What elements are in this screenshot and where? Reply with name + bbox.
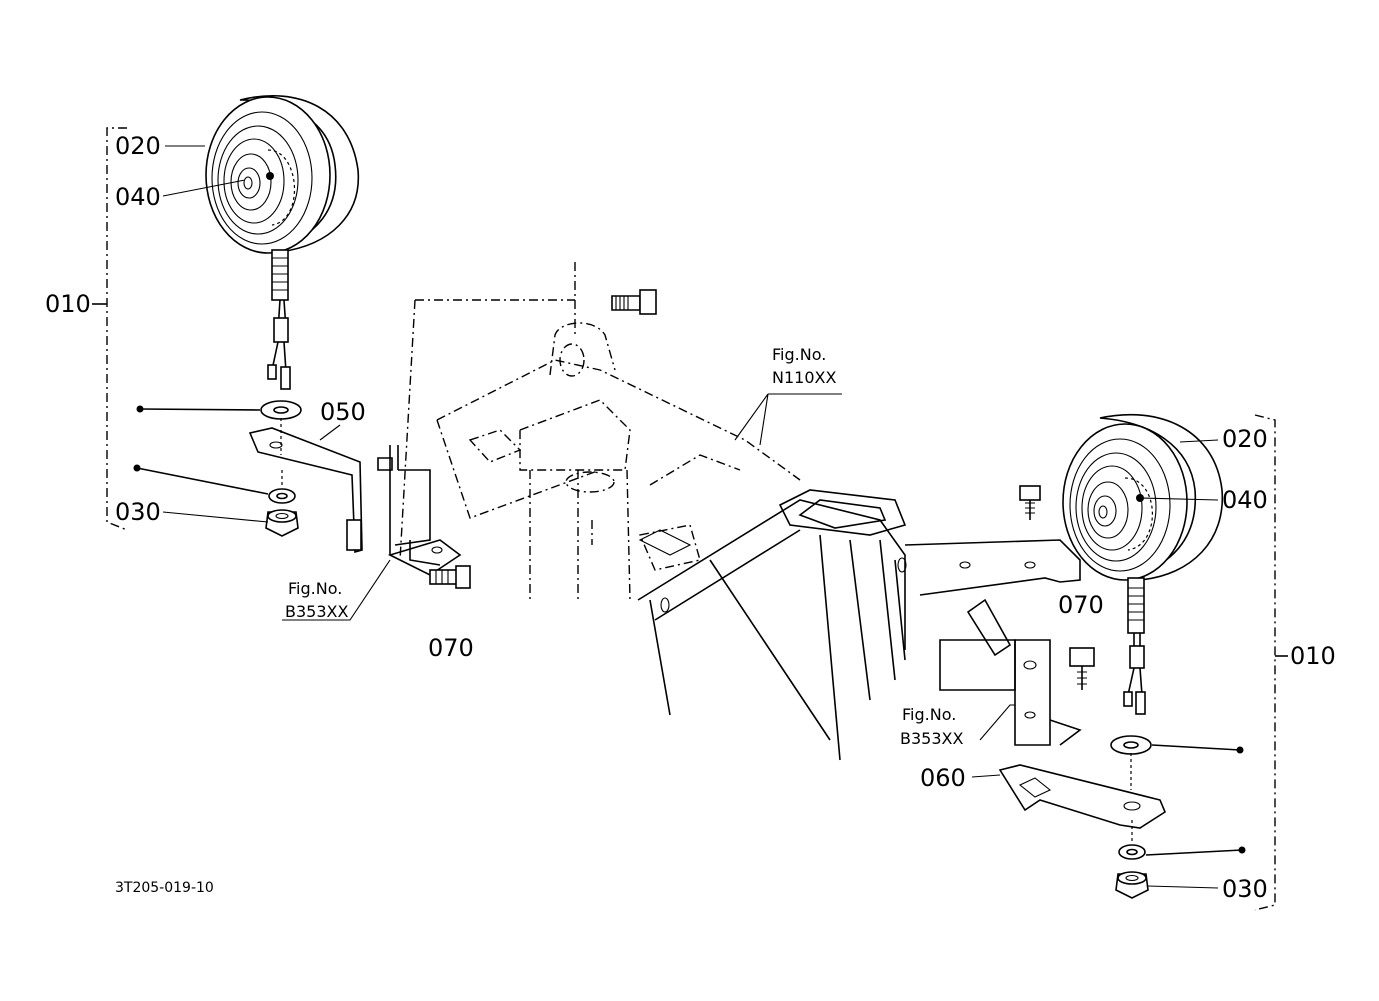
- figure-ref-right-label: Fig.No.: [902, 705, 956, 724]
- figure-ref-right-number: B353XX: [900, 729, 963, 748]
- callout-left-070: 070: [428, 634, 474, 662]
- callout-left-030: 030: [115, 498, 161, 526]
- callout-right-030: 030: [1222, 875, 1268, 903]
- callout-right-010: 010: [1290, 642, 1336, 670]
- figure-ref-left-label: Fig.No.: [288, 579, 342, 598]
- callout-left-010: 010: [45, 290, 91, 318]
- callout-leaders: [162, 145, 1219, 889]
- callout-left-050: 050: [320, 398, 366, 426]
- callout-right-070: 070: [1058, 591, 1104, 619]
- callout-left-020: 020: [115, 132, 161, 160]
- left-assembly-bracket: [92, 127, 128, 531]
- right-assembly-bracket: [1254, 414, 1288, 911]
- callout-left-040: 040: [115, 183, 161, 211]
- callout-right-060: 060: [920, 764, 966, 792]
- left-work-lamp: [133, 95, 363, 554]
- callout-right-040: 040: [1222, 486, 1268, 514]
- callout-right-020: 020: [1222, 425, 1268, 453]
- figure-ref-top-number: N110XX: [772, 368, 836, 387]
- right-mounting-bracket: [904, 485, 1166, 829]
- figure-ref-top-label: Fig.No.: [772, 345, 826, 364]
- drawing-code: 3T205-019-10: [115, 880, 214, 896]
- right-work-lamp: [1062, 413, 1246, 899]
- figure-ref-left-number: B353XX: [285, 602, 348, 621]
- center-frame-reference: [399, 262, 907, 761]
- left-mounting-bracket: [282, 445, 471, 621]
